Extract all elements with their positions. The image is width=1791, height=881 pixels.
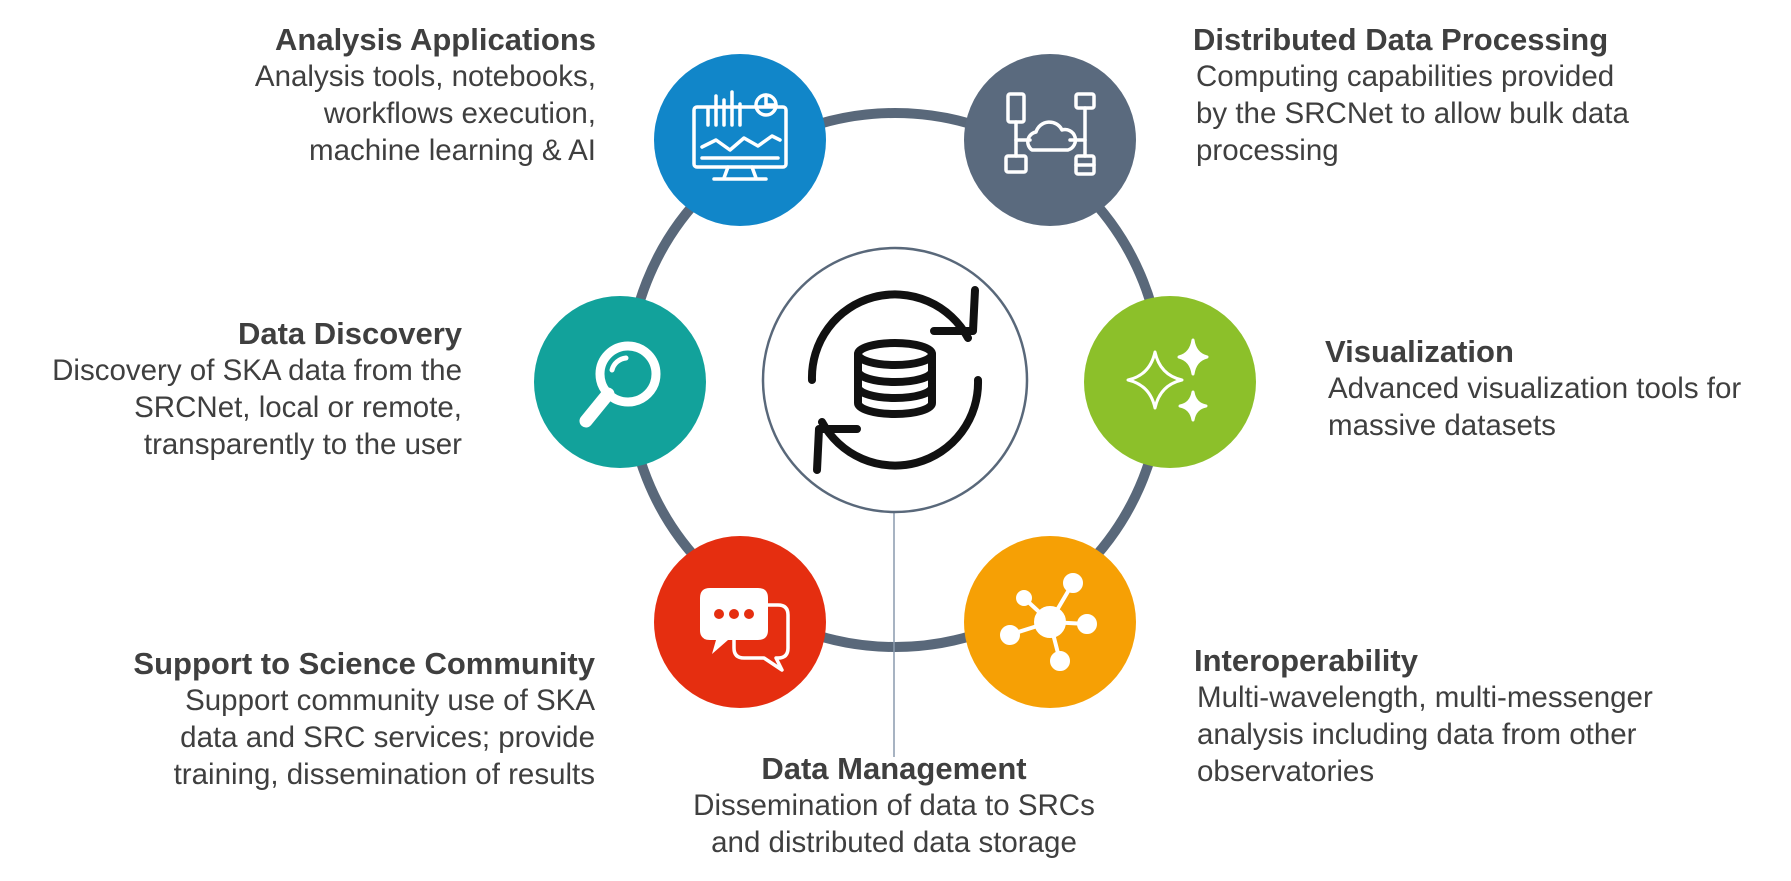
node-distributed <box>964 54 1136 226</box>
management-title: Data Management <box>761 751 1027 786</box>
block-support: Support to Science Community Support com… <box>133 646 595 793</box>
node-distributed-circle <box>964 54 1136 226</box>
node-discovery <box>534 296 706 468</box>
database-sync-icon <box>807 286 983 474</box>
block-visualization: Visualization Advanced visualization too… <box>1325 334 1741 444</box>
analysis-desc: Analysis tools, notebooks, workflows exe… <box>254 60 596 167</box>
block-management: Data Management Dissemination of data to… <box>644 751 1144 861</box>
sparkles-icon <box>1126 338 1209 422</box>
node-visualization <box>1084 296 1256 468</box>
block-distributed: Distributed Data Processing Computing ca… <box>1193 22 1629 169</box>
node-support <box>654 536 826 708</box>
center-node <box>761 246 1029 514</box>
monitor-chart-icon <box>692 90 788 181</box>
node-analysis <box>654 54 826 226</box>
visualization-title: Visualization <box>1325 334 1514 369</box>
discovery-desc: Discovery of SKA data from the SRCNet, l… <box>52 354 462 461</box>
analysis-title: Analysis Applications <box>275 22 596 57</box>
hub-network-icon <box>1000 573 1097 671</box>
support-desc: Support community use of SKA data and SR… <box>173 684 595 791</box>
interoperability-desc: Multi-wavelength, multi-messenger analys… <box>1197 681 1653 788</box>
distributed-desc: Computing capabilities provided by the S… <box>1196 60 1629 167</box>
visualization-desc: Advanced visualization tools for massive… <box>1328 372 1742 442</box>
block-discovery: Data Discovery Discovery of SKA data fro… <box>52 316 462 463</box>
support-title: Support to Science Community <box>133 646 595 681</box>
management-desc: Dissemination of data to SRCs and distri… <box>693 789 1095 859</box>
node-discovery-circle <box>534 296 706 468</box>
node-interoperability <box>964 536 1136 708</box>
magnifier-icon <box>579 341 661 428</box>
distributed-title: Distributed Data Processing <box>1193 22 1609 57</box>
chat-bubbles-icon <box>700 588 790 672</box>
cloud-network-icon <box>1004 92 1096 176</box>
node-visualization-circle <box>1084 296 1256 468</box>
block-interoperability: Interoperability Multi-wavelength, multi… <box>1194 643 1653 790</box>
discovery-title: Data Discovery <box>237 316 462 351</box>
interoperability-title: Interoperability <box>1194 643 1418 678</box>
block-analysis: Analysis Applications Analysis tools, no… <box>255 22 596 169</box>
